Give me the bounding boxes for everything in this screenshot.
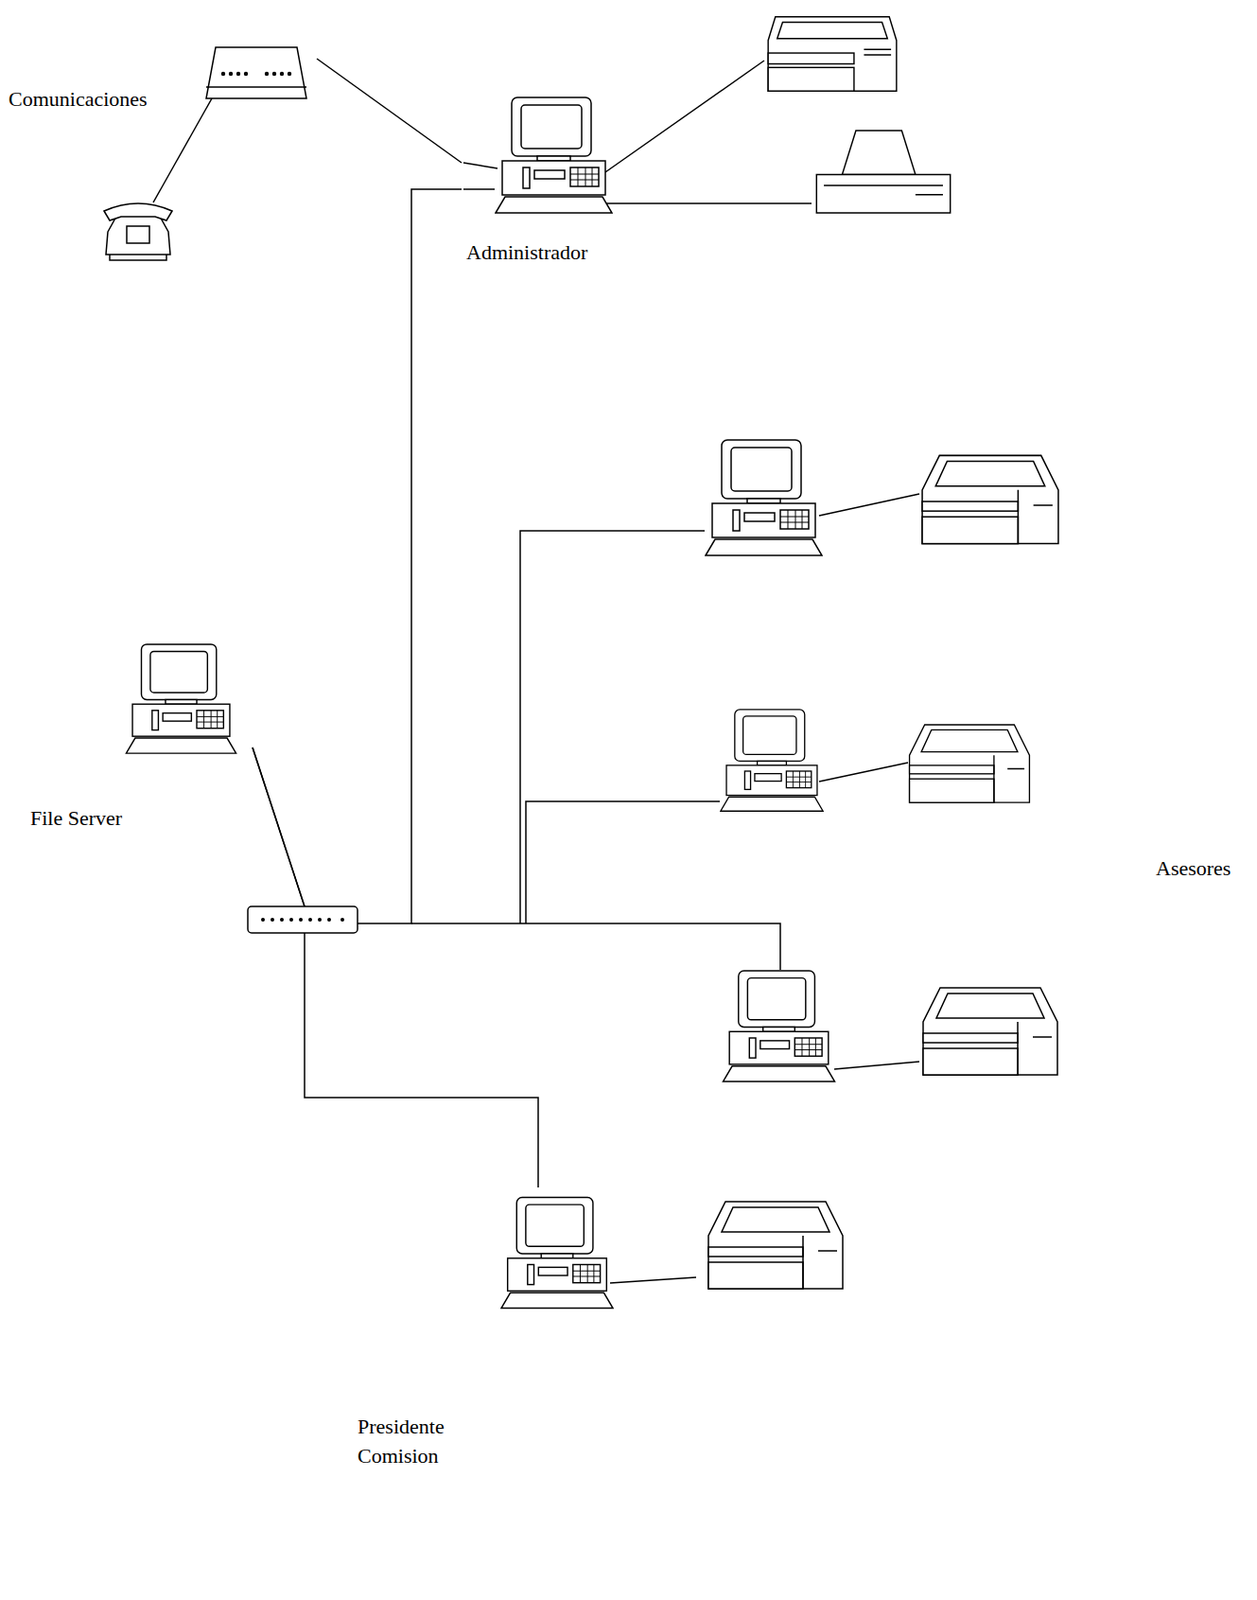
telephone-icon <box>104 203 173 261</box>
device-label: Administrador <box>466 238 588 268</box>
printer-cable <box>605 60 765 173</box>
printer-icon <box>768 17 897 91</box>
device-node: File Server <box>23 638 253 847</box>
printer-cable <box>576 202 812 205</box>
printer-icon <box>816 130 950 213</box>
network-cable <box>252 747 539 1188</box>
printer-cable <box>819 762 908 782</box>
printer-cable <box>610 1276 697 1283</box>
computer-icon <box>722 970 835 1082</box>
printer-cable <box>834 1061 920 1069</box>
cable-stub <box>463 162 498 169</box>
device-node: Comunicaciones <box>4 37 317 119</box>
device-node: Administrador <box>461 92 621 275</box>
modem-icon <box>206 47 307 99</box>
computer-icon <box>705 439 822 556</box>
lan-wires <box>153 60 920 1283</box>
phone-cable <box>153 98 212 203</box>
bus-cable <box>411 923 781 970</box>
printer-icon <box>909 724 1031 803</box>
printer-icon <box>923 987 1058 1075</box>
network-cable <box>252 189 462 924</box>
computer-icon <box>501 1196 613 1308</box>
bus-cable <box>520 530 705 924</box>
device-label: Comunicaciones <box>8 85 148 115</box>
device-node: Presidente Comision <box>351 1187 627 1481</box>
computer-icon <box>720 709 823 811</box>
bus-cable <box>525 801 720 924</box>
printer-cable <box>819 493 920 516</box>
computer-icon <box>495 97 612 213</box>
device-label: Presidente Comision <box>357 1412 490 1471</box>
network-cable <box>316 58 462 163</box>
cable-stub <box>463 188 495 191</box>
computer-icon <box>125 644 236 753</box>
group-label: Asesores <box>1155 854 1231 884</box>
hub-icon <box>247 906 358 933</box>
printer-icon <box>922 454 1059 543</box>
printer-icon <box>708 1201 843 1289</box>
device-label: File Server <box>30 803 123 834</box>
